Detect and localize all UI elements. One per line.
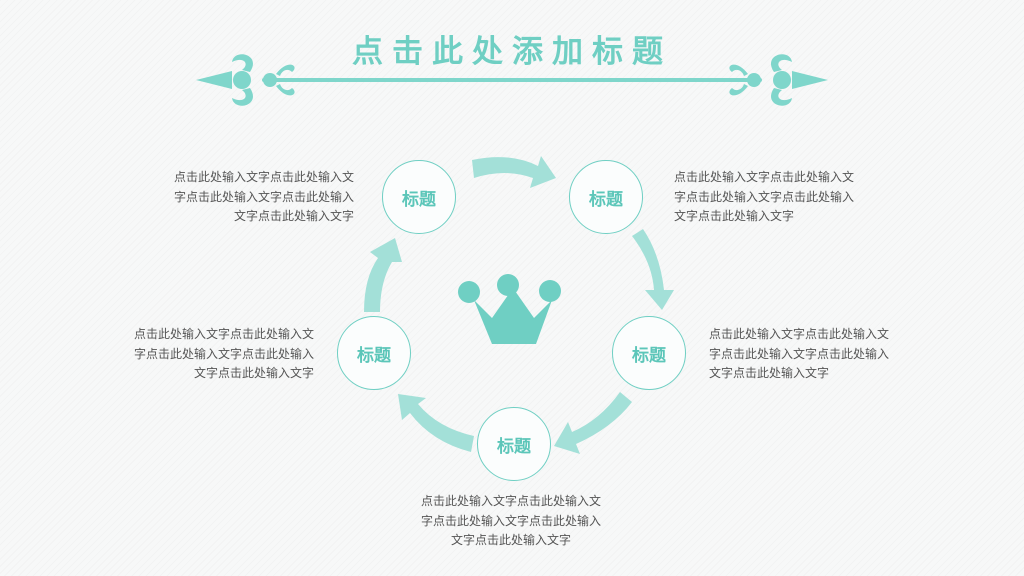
node-circle-4[interactable]: 标题: [477, 407, 551, 481]
node-label-1: 标题: [402, 189, 436, 210]
node-text-4: 点击此处输入文字点击此处输入文 字点击此处输入文字点击此处输入 文字点击此处输入…: [420, 494, 601, 547]
arrow-bottom-left: [398, 394, 474, 452]
node-circle-3[interactable]: 标题: [612, 316, 686, 390]
node-label-2: 标题: [589, 189, 623, 210]
arrow-left: [364, 238, 402, 312]
node-circle-2[interactable]: 标题: [569, 160, 643, 234]
node-text-3: 点击此处输入文字点击此处输入文 字点击此处输入文字点击此处输入 文字点击此处输入…: [709, 327, 890, 380]
node-circle-5[interactable]: 标题: [337, 316, 411, 390]
node-text-5: 点击此处输入文字点击此处输入文 字点击此处输入文字点击此处输入 文字点击此处输入…: [133, 327, 314, 380]
crown-icon: [458, 274, 561, 344]
node-text-1: 点击此处输入文字点击此处输入文 字点击此处输入文字点击此处输入 文字点击此处输入…: [173, 170, 354, 223]
ornament-divider: [196, 54, 828, 106]
arrow-top: [472, 156, 556, 188]
node-label-5: 标题: [357, 345, 391, 366]
arrow-right-lower: [554, 392, 632, 454]
node-text-2: 点击此处输入文字点击此处输入文 字点击此处输入文字点击此处输入 文字点击此处输入…: [674, 170, 855, 223]
node-circle-1[interactable]: 标题: [382, 160, 456, 234]
page-title: 点击此处添加标题: [352, 34, 672, 70]
node-label-4: 标题: [497, 436, 531, 457]
node-label-3: 标题: [632, 345, 666, 366]
arrow-right-upper: [632, 229, 674, 310]
